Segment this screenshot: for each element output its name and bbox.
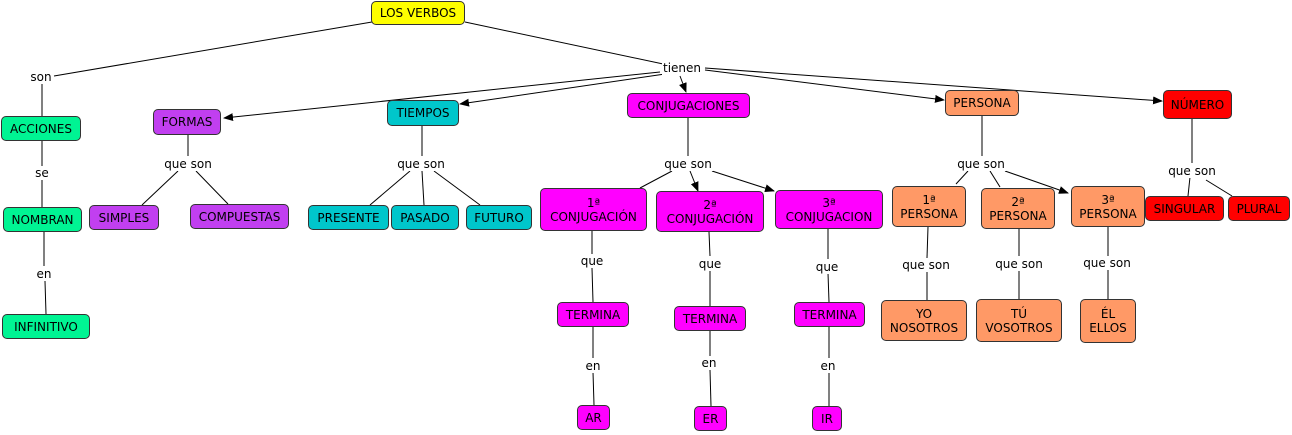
link-label-que-son-p1: que son — [901, 258, 951, 272]
node-conjugacion-3: 3ª CONJUGACION — [775, 190, 883, 229]
link-label-que-3: que — [814, 260, 840, 274]
node-persona: PERSONA — [945, 90, 1019, 116]
node-plural: PLURAL — [1228, 196, 1290, 221]
node-persona-1: 1ª PERSONA — [892, 186, 966, 227]
node-nombran: NOMBRAN — [3, 207, 82, 232]
node-presente: PRESENTE — [308, 205, 389, 230]
node-termina-3: TERMINA — [794, 302, 865, 327]
node-conjugacion-2: 2ª CONJUGACIÓN — [656, 191, 764, 232]
node-numero: NÚMERO — [1163, 90, 1232, 119]
node-ar: AR — [577, 405, 610, 430]
node-simples: SIMPLES — [89, 205, 159, 230]
link-label-que-2: que — [697, 257, 723, 271]
link-label-que-son-tiempos: que son — [396, 157, 446, 171]
node-futuro: FUTURO — [466, 205, 532, 230]
node-conjugacion-1: 1ª CONJUGACIÓN — [540, 188, 647, 231]
node-acciones: ACCIONES — [1, 116, 81, 141]
link-label-se: se — [34, 166, 50, 180]
node-yo-nosotros: YO NOSOTROS — [881, 300, 967, 341]
node-persona-2: 2ª PERSONA — [981, 188, 1055, 229]
node-conjugaciones: CONJUGACIONES — [627, 93, 750, 118]
link-label-que-son-persona: que son — [956, 157, 1006, 171]
link-label-tienen: tienen — [661, 61, 703, 75]
node-er: ER — [694, 406, 727, 431]
node-el-ellos: ÉL ELLOS — [1080, 299, 1136, 343]
link-label-que-son-p2: que son — [994, 257, 1044, 271]
link-label-en-infinitivo: en — [35, 267, 53, 281]
node-formas: FORMAS — [153, 109, 221, 135]
link-label-en-1: en — [584, 359, 602, 373]
link-label-que-son-numero: que son — [1167, 164, 1217, 178]
node-compuestas: COMPUESTAS — [190, 204, 289, 229]
link-label-que-1: que — [579, 254, 605, 268]
node-termina-2: TERMINA — [674, 306, 746, 331]
node-termina-1: TERMINA — [557, 302, 629, 327]
node-pasado: PASADO — [391, 205, 459, 230]
link-label-que-son-conjugaciones: que son — [663, 157, 713, 171]
link-label-son: son — [29, 70, 53, 84]
link-label-en-3: en — [819, 359, 837, 373]
node-singular: SINGULAR — [1145, 196, 1224, 221]
node-tu-vosotros: TÚ VOSOTROS — [976, 299, 1062, 342]
node-tiempos: TIEMPOS — [387, 100, 459, 126]
link-label-que-son-formas: que son — [163, 157, 213, 171]
node-infinitivo: INFINITIVO — [2, 314, 90, 339]
link-label-que-son-p3: que son — [1082, 256, 1132, 270]
node-los-verbos: LOS VERBOS — [371, 1, 465, 25]
node-ir: IR — [812, 406, 842, 431]
node-persona-3: 3ª PERSONA — [1071, 186, 1145, 227]
link-label-en-2: en — [700, 356, 718, 370]
